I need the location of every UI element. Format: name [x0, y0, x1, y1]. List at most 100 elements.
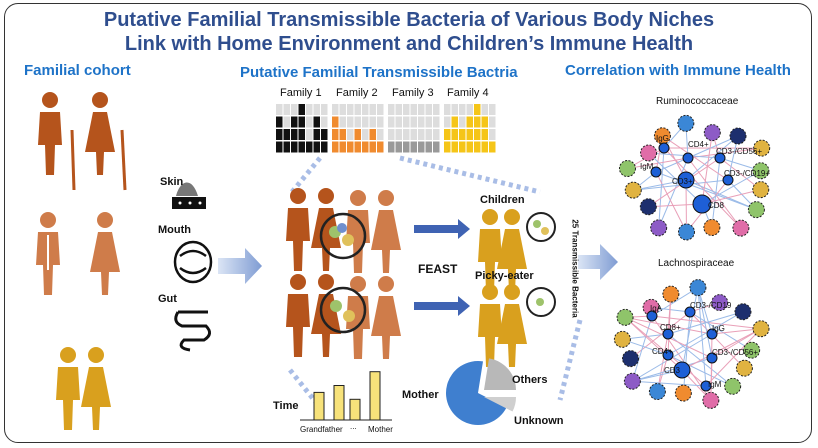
network-edge	[632, 357, 713, 382]
children-icon	[56, 347, 111, 430]
family-4-label: Family 4	[447, 87, 489, 99]
immune-node	[706, 352, 718, 364]
immune-node	[662, 328, 674, 340]
heatmap-cell	[291, 129, 298, 140]
bacteria-node	[711, 294, 729, 312]
children-bacteria-circle	[526, 212, 556, 242]
network-edge	[685, 179, 757, 211]
bottom-node-igm: IgM	[708, 380, 722, 389]
pie-label-mother: Mother	[402, 389, 439, 401]
heatmap-cell	[321, 141, 328, 153]
heatmap-cell	[466, 129, 473, 140]
mouth-icon	[173, 240, 213, 284]
heatmap-cell	[418, 129, 425, 140]
heatmap-cell	[444, 104, 451, 115]
heatmap-cell	[369, 129, 376, 140]
network-edge	[658, 157, 689, 229]
network-edge	[697, 287, 713, 335]
network-edge	[651, 287, 699, 317]
bacteria-node	[650, 219, 668, 237]
heatmap-cell	[489, 116, 496, 128]
network-edge	[655, 135, 739, 173]
top-node-cd3-cd19: CD3-/CD19+	[724, 169, 771, 178]
top-node-igm: IgM	[640, 162, 654, 171]
heatmap-cell	[313, 129, 320, 140]
bacteria-node	[623, 372, 641, 390]
heatmap-cell	[489, 141, 496, 153]
immune-node	[658, 142, 670, 154]
heatmap-cell	[459, 141, 466, 153]
bacteria-node	[732, 219, 750, 237]
network-edge	[682, 311, 691, 394]
immune-node	[684, 306, 696, 318]
heatmap-cell	[362, 141, 369, 153]
heatmap-cell	[298, 129, 305, 140]
heatmap-cell	[276, 104, 283, 115]
heatmap-cell	[369, 116, 376, 128]
heatmap-cell	[369, 104, 376, 115]
bacteria-node	[735, 359, 753, 377]
picky-eater-bacteria-circle	[526, 287, 556, 317]
heatmap-cell	[403, 116, 410, 128]
heatmap-cell	[354, 141, 361, 153]
network-edge	[667, 294, 672, 356]
ruminococcaceae-title: Ruminococcaceae	[656, 96, 739, 107]
network-edge	[697, 287, 713, 359]
heatmap-cell	[451, 116, 458, 128]
immune-node	[692, 194, 712, 214]
heatmap-cell	[388, 129, 395, 140]
heatmap-cell	[418, 141, 425, 153]
heatmap-cell	[451, 104, 458, 115]
network-edge	[681, 287, 699, 371]
grandparents-icon	[38, 92, 127, 191]
heatmap-cell	[354, 104, 361, 115]
heatmap-cell	[313, 116, 320, 128]
bacteria-node	[703, 218, 721, 236]
heatmap-cell	[481, 116, 488, 128]
heatmap-cell	[313, 104, 320, 115]
top-node-cd4: CD4+	[688, 140, 709, 149]
network-edge	[662, 135, 729, 181]
immune-node	[722, 174, 734, 186]
parents-icon	[36, 212, 120, 295]
bacteria-node	[677, 114, 695, 132]
time-bar	[349, 398, 361, 421]
heatmap-cell	[313, 141, 320, 153]
heatmap-cell	[459, 116, 466, 128]
heatmap-cell	[291, 116, 298, 128]
immune-node	[714, 152, 726, 164]
pie-slice-unknown	[484, 397, 516, 412]
network-edge	[655, 171, 687, 233]
heatmap-cell	[466, 116, 473, 128]
immune-node	[682, 152, 694, 164]
heatmap-cell	[388, 116, 395, 128]
heatmap-cell	[410, 104, 417, 115]
bacteria-node	[648, 383, 666, 401]
heatmap-cell	[425, 116, 432, 128]
bottom-node-iga: IgA	[650, 304, 663, 313]
heatmap-cell	[283, 141, 290, 153]
bacteria-node	[689, 279, 707, 297]
heatmap-cell	[339, 104, 346, 115]
pie-label-unknown: Unknown	[514, 415, 564, 427]
arrow-to-picky-eater	[414, 296, 470, 316]
heatmap-cell	[425, 129, 432, 140]
bacteria-node	[747, 201, 765, 219]
family-1-label: Family 1	[280, 87, 322, 99]
bacteria-node	[743, 341, 761, 359]
ruminococcaceae-network	[618, 114, 771, 241]
arrow-to-children	[414, 219, 470, 239]
bacteria-node	[729, 127, 747, 145]
heatmap-cell	[388, 141, 395, 153]
dashed-connectors	[288, 155, 583, 407]
bacteria-node	[639, 198, 657, 216]
source-pie-chart	[445, 358, 516, 426]
heatmap-cell	[291, 104, 298, 115]
heatmap-cell	[418, 116, 425, 128]
transmissible-bacteria-vertical-label: 25 Transmissible Bacteria	[570, 219, 580, 318]
heatmap-cell	[425, 141, 432, 153]
heatmap-cell	[377, 141, 384, 153]
network-edge	[719, 157, 762, 191]
heatmap-cell	[283, 116, 290, 128]
heatmap-cell	[395, 104, 402, 115]
